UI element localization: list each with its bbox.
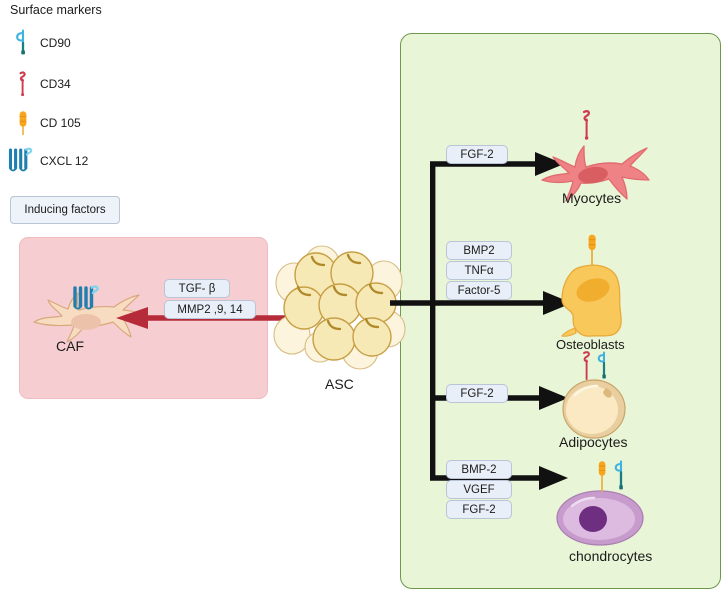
osteoblasts-factor-chip-2: Factor-5	[446, 281, 512, 300]
adipocyte-cell	[561, 377, 627, 439]
cd34-marker-icon	[10, 69, 38, 99]
chondrocyte-cell	[556, 490, 644, 546]
chondrocyte-markers	[595, 459, 639, 495]
legend-label-cxcl12: CXCL 12	[40, 154, 89, 168]
adipocytes-factor-chip-0: FGF-2	[446, 384, 508, 403]
osteoblast-cd105-marker-icon	[581, 232, 603, 268]
osteoblasts-label: Osteoblasts	[556, 337, 625, 352]
cd90-marker-icon	[10, 28, 38, 58]
asc-label: ASC	[325, 376, 354, 392]
caf-cell-label: CAF	[56, 338, 84, 354]
legend-label-cd90: CD90	[40, 36, 71, 50]
chondrocytes-label: chondrocytes	[569, 548, 653, 564]
legend-label-cd34: CD34	[40, 77, 71, 91]
asc-cell-cluster	[273, 243, 406, 371]
chondrocytes-factor-chip-1: VGEF	[446, 480, 512, 499]
legend-label-cd105: CD 105	[40, 116, 81, 130]
chondrocytes-factor-chip-2: FGF-2	[446, 500, 512, 519]
legend-title: Surface markers	[10, 3, 102, 17]
adipocytes-label: Adipocytes	[559, 434, 628, 450]
caf-cxcl12-receptor-icon	[70, 279, 110, 313]
myocyte-cd34-marker-icon	[576, 108, 600, 144]
osteoblasts-factor-chip-0: BMP2	[446, 241, 512, 260]
caf-cell	[28, 276, 173, 356]
adipocyte-markers	[580, 350, 622, 384]
cxcl12-marker-icon	[6, 146, 40, 176]
osteoblast-cell	[555, 262, 631, 340]
cd105-marker-icon	[10, 108, 38, 138]
osteoblasts-factor-chip-1: TNFα	[446, 261, 512, 280]
myocytes-factor-chip-0: FGF-2	[446, 145, 508, 164]
inducing-factors-box: Inducing factors	[10, 196, 120, 224]
myocytes-label: Myocytes	[562, 190, 622, 206]
myocyte-cell	[538, 136, 650, 206]
chondrocytes-factor-chip-0: BMP-2	[446, 460, 512, 479]
caf-factor-chip-1: MMP2 ,9, 14	[164, 300, 256, 319]
caf-factor-chip-0: TGF- β	[164, 279, 230, 298]
